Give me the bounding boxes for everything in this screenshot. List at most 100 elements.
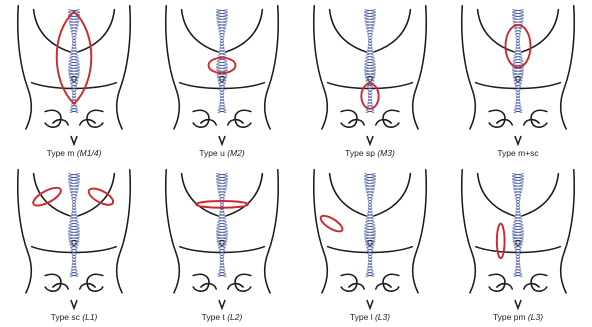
defect-outline [506, 25, 531, 67]
groin-fold-left [489, 274, 505, 291]
groin-fold-right [383, 274, 399, 291]
groin-fold-left [193, 110, 209, 127]
costal-margin-left [182, 10, 219, 52]
linea-alba [364, 174, 376, 277]
defect-outline [497, 224, 505, 259]
linea-alba [512, 174, 524, 277]
groin-fold-right [87, 274, 103, 291]
caption-type: Type l [350, 312, 373, 322]
hernia-panel-2: Type u (M2) [148, 0, 296, 163]
caption-type: Type u [199, 148, 225, 158]
pubic-mark [515, 301, 521, 309]
caption-type: Type t [202, 312, 225, 322]
caption-code: (L2) [227, 312, 242, 322]
panel-caption: Type m+sc [444, 148, 592, 158]
torso-illustration [0, 164, 148, 314]
torso-left-flank [314, 170, 328, 293]
groin-fold-left [341, 110, 357, 127]
costal-margin-right [374, 10, 411, 52]
costal-margin-right [226, 10, 263, 52]
costal-margin-left [34, 10, 71, 52]
groin-fold-right [235, 110, 251, 127]
torso-illustration [296, 0, 444, 150]
torso-illustration [148, 164, 296, 314]
defect-outline [361, 84, 378, 109]
pubic-mark [367, 301, 373, 309]
pubic-mark [71, 301, 77, 309]
caption-code: (M1/4) [77, 148, 102, 158]
torso-right-flank [265, 6, 279, 129]
groin-fold-right [383, 110, 399, 127]
torso-illustration [296, 164, 444, 314]
defect-outline [196, 201, 248, 208]
groin-fold-right [87, 110, 103, 127]
panel-caption: Type l (L3) [296, 312, 444, 322]
torso-right-flank [117, 6, 131, 129]
torso-left-flank [462, 6, 476, 129]
hernia-panel-1: Type m (M1/4) [0, 0, 148, 163]
caption-type: Type sc [51, 312, 80, 322]
groin-fold-right [531, 110, 547, 127]
torso-left-flank [462, 170, 476, 293]
panel-caption: Type m (M1/4) [0, 148, 148, 158]
linea-alba [216, 10, 228, 113]
torso-illustration [444, 164, 592, 314]
caption-code: (L3) [375, 312, 390, 322]
caption-code: (L1) [82, 312, 97, 322]
torso-right-flank [117, 170, 131, 293]
costal-margin-right [374, 174, 411, 216]
caption-type: Type sp [345, 148, 375, 158]
pubic-mark [515, 137, 521, 145]
hernia-panel-7: Type l (L3) [296, 164, 444, 327]
hernia-panel-5: Type sc (L1) [0, 164, 148, 327]
torso-right-flank [265, 170, 279, 293]
linea-alba [68, 10, 80, 113]
costal-margin-right [522, 174, 559, 216]
pubic-mark [219, 137, 225, 145]
groin-fold-left [45, 110, 61, 127]
hernia-panel-4: Type m+sc [444, 0, 592, 163]
torso-illustration [148, 0, 296, 150]
defect-outline [31, 184, 64, 209]
groin-fold-left [341, 274, 357, 291]
groin-fold-left [193, 274, 209, 291]
torso-left-flank [166, 6, 180, 129]
caption-code: (M2) [227, 148, 244, 158]
groin-fold-left [489, 110, 505, 127]
hernia-panel-6: Type t (L2) [148, 164, 296, 327]
groin-fold-right [235, 274, 251, 291]
pubic-mark [367, 137, 373, 145]
torso-left-flank [18, 6, 32, 129]
torso-left-flank [166, 170, 180, 293]
costal-margin-left [330, 10, 367, 52]
groin-fold-left [45, 274, 61, 291]
costal-margin-left [330, 174, 367, 216]
caption-type: Type m+sc [497, 148, 538, 158]
caption-type: Type pm [493, 312, 526, 322]
torso-illustration [444, 0, 592, 150]
panel-caption: Type t (L2) [148, 312, 296, 322]
pubic-mark [219, 301, 225, 309]
costal-margin-left [478, 174, 515, 216]
panel-caption: Type sp (M3) [296, 148, 444, 158]
caption-code: (M3) [377, 148, 394, 158]
linea-alba [68, 174, 80, 277]
costal-margin-right [78, 10, 115, 52]
groin-fold-right [531, 274, 547, 291]
panel-caption: Type u (M2) [148, 148, 296, 158]
linea-alba [216, 174, 228, 277]
costal-margin-left [182, 174, 219, 216]
hernia-panel-8: Type pm (L3) [444, 164, 592, 327]
torso-right-flank [413, 6, 427, 129]
panel-caption: Type sc (L1) [0, 312, 148, 322]
pubic-mark [71, 137, 77, 145]
torso-right-flank [561, 6, 575, 129]
torso-right-flank [413, 170, 427, 293]
torso-right-flank [561, 170, 575, 293]
caption-type: Type m [47, 148, 75, 158]
hernia-panel-3: Type sp (M3) [296, 0, 444, 163]
caption-code: (L3) [528, 312, 543, 322]
torso-left-flank [314, 6, 328, 129]
panel-caption: Type pm (L3) [444, 312, 592, 322]
